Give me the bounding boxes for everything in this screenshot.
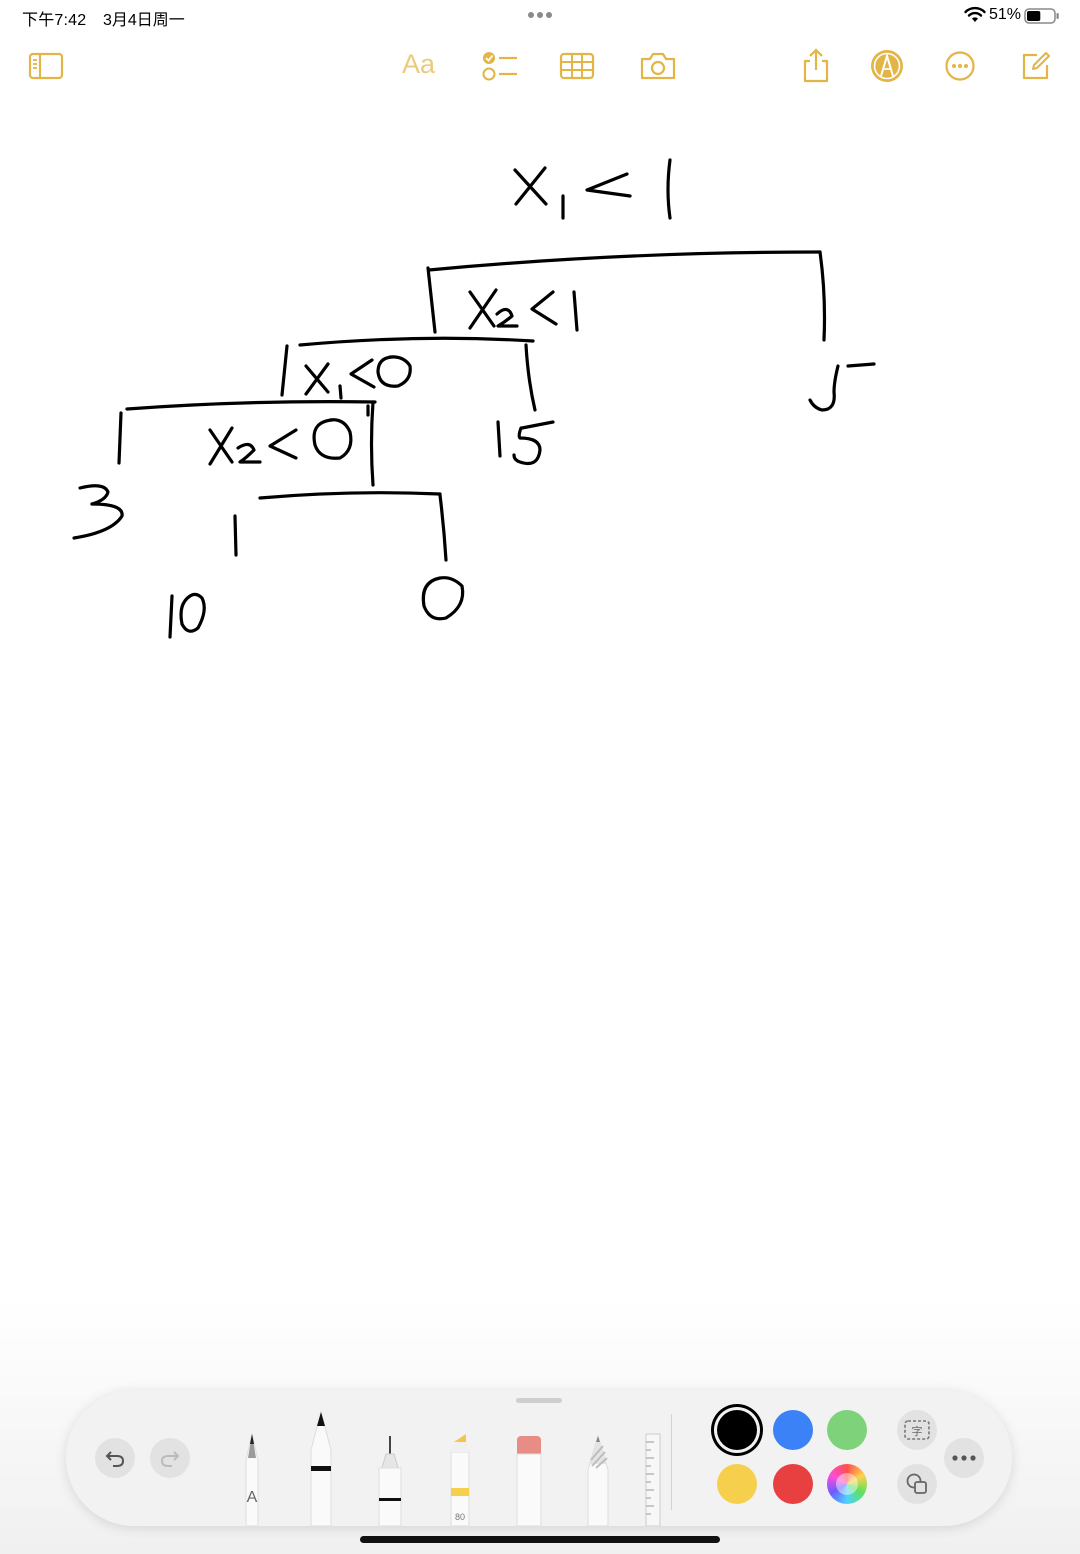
handwriting-leaf-5 <box>808 362 876 412</box>
compose-icon <box>1022 52 1050 80</box>
multitasking-dots-icon[interactable] <box>525 8 555 22</box>
redo-button[interactable] <box>150 1438 190 1478</box>
palette-more-button[interactable] <box>944 1438 984 1478</box>
checklist-icon <box>482 52 517 81</box>
fineliner-icon <box>378 1436 402 1526</box>
tool-eraser[interactable] <box>507 1408 551 1526</box>
split-x2-lt-0-bracket <box>233 491 448 562</box>
camera-icon <box>640 52 676 80</box>
redo-icon <box>160 1451 180 1467</box>
home-indicator[interactable] <box>360 1536 720 1543</box>
markup-icon <box>871 50 903 82</box>
battery-percentage: 51% <box>989 6 1022 23</box>
palette-divider <box>671 1414 672 1510</box>
text-recognition-icon: 字 <box>904 1420 930 1440</box>
highlighter-width-label: 80 <box>455 1512 465 1522</box>
table-button[interactable] <box>555 46 599 86</box>
checklist-button[interactable] <box>477 46 521 86</box>
handwriting-leaf-10 <box>168 592 206 639</box>
tool-palette: A 80 <box>66 1390 1012 1526</box>
table-icon <box>559 52 595 80</box>
handwriting-x2-lt-1 <box>468 288 579 332</box>
more-horizontal-icon <box>952 1455 976 1461</box>
ruler-icon <box>645 1433 661 1526</box>
color-swatch-green[interactable] <box>827 1410 867 1450</box>
shapes-button[interactable] <box>897 1464 937 1504</box>
text-tool-glyph: 字 <box>912 1424 923 1438</box>
more-options-button[interactable] <box>938 46 982 86</box>
handwriting-root-x1-lt-1 <box>513 158 672 220</box>
format-button[interactable]: Aa <box>402 49 436 79</box>
root-split-bracket <box>426 250 827 342</box>
share-icon <box>803 48 829 83</box>
status-time: 下午7:42 <box>22 12 87 29</box>
eraser-icon <box>516 1436 542 1526</box>
undo-button[interactable] <box>95 1438 135 1478</box>
spectrum-center <box>836 1473 858 1495</box>
notes-toolbar: Aa <box>0 40 1080 92</box>
pen-icon: A <box>245 1433 259 1526</box>
handwriting-x2-lt-0 <box>208 418 353 466</box>
pen-letter: A <box>247 1489 258 1506</box>
compose-button[interactable] <box>1014 46 1058 86</box>
handwriting-leaf-15 <box>496 420 555 466</box>
handwriting-leaf-3 <box>72 484 124 540</box>
sidebar-icon <box>28 52 64 80</box>
marker-icon <box>310 1410 332 1526</box>
camera-button[interactable] <box>636 46 680 86</box>
tool-ruler[interactable] <box>634 1408 670 1526</box>
handwriting-leaf-0 <box>421 576 465 621</box>
pencil-icon <box>587 1434 609 1526</box>
tool-highlighter[interactable]: 80 <box>438 1408 482 1526</box>
color-swatch-yellow[interactable] <box>717 1464 757 1504</box>
markup-button[interactable] <box>865 46 909 86</box>
color-swatch-red[interactable] <box>773 1464 813 1504</box>
share-button[interactable] <box>794 46 838 86</box>
undo-icon <box>105 1451 125 1467</box>
palette-grabber[interactable] <box>516 1398 562 1403</box>
status-date: 3月4日周一 <box>103 12 185 29</box>
split-x2-lt-1-bracket <box>280 336 537 412</box>
handwriting-x1-lt-0 <box>304 355 412 400</box>
color-swatch-black[interactable] <box>717 1410 757 1450</box>
drawing-canvas[interactable] <box>0 110 1080 1370</box>
wifi-icon <box>964 6 986 22</box>
split-x1-lt-0-bracket <box>117 400 377 487</box>
color-swatch-blue[interactable] <box>773 1410 813 1450</box>
status-bar: 下午7:42 3月4日周一 51% <box>0 0 1080 32</box>
text-box-button[interactable]: 字 <box>897 1410 937 1450</box>
shapes-icon <box>906 1473 927 1494</box>
tool-fineliner[interactable] <box>368 1408 412 1526</box>
tool-pencil[interactable] <box>576 1408 620 1526</box>
color-picker-spectrum[interactable] <box>827 1464 867 1504</box>
highlighter-icon: 80 <box>450 1434 470 1526</box>
tool-marker[interactable] <box>299 1408 343 1526</box>
more-icon <box>945 51 975 81</box>
sidebar-toggle-button[interactable] <box>24 46 68 86</box>
battery-icon <box>1024 8 1059 24</box>
tool-pen[interactable]: A <box>230 1408 274 1526</box>
